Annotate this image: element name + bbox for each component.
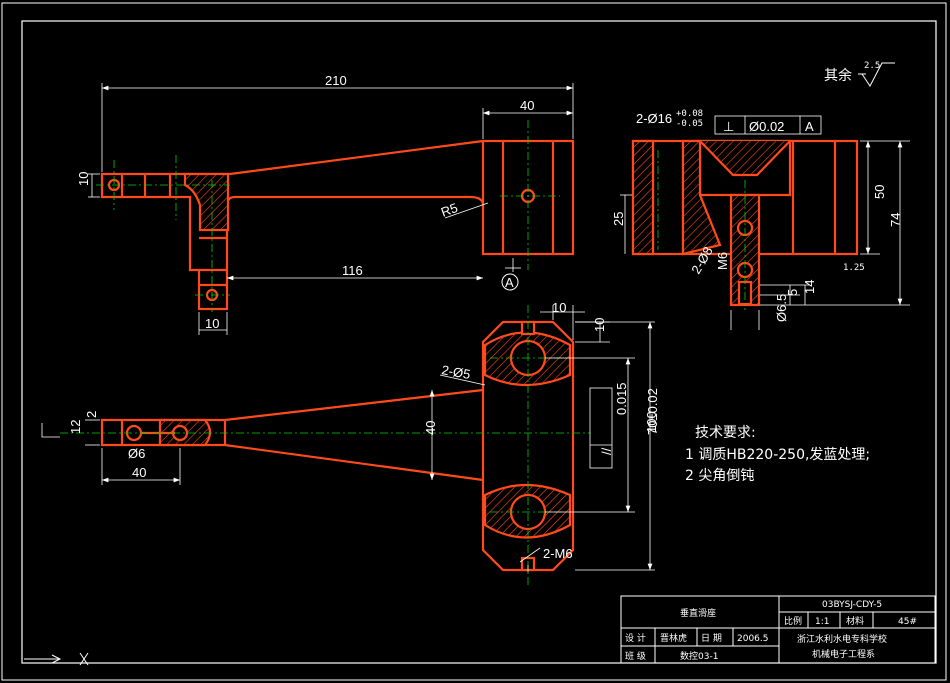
top-view-dimlines — [88, 83, 574, 335]
roughness-symbol — [858, 62, 895, 87]
parallelism-value: 0.015 — [614, 382, 629, 415]
front-dim-100: 100 — [644, 411, 659, 433]
tech-req-item-2: 2 尖角倒钝 — [685, 468, 754, 484]
tech-req-item-1: 1 调质HB220-250,发蓝处理; — [685, 447, 870, 463]
hole-spec: 2-Ø16 — [636, 111, 672, 126]
front-dim-2-m6: 2-M6 — [543, 546, 573, 561]
dim-block-40: 40 — [520, 98, 534, 113]
front-dim-top-10: 10 — [552, 300, 566, 315]
title-part-name: 垂直滑座 — [680, 607, 716, 619]
roughness-value: 2.5 — [864, 61, 880, 71]
title-scale-value: 1:1 — [815, 617, 829, 627]
title-material-value: 45# — [898, 617, 917, 627]
title-design-label: 设 计 — [625, 632, 646, 644]
section-view — [631, 139, 859, 307]
hole-tol-upper: +0.08 — [676, 109, 703, 119]
front-dim-d6: Ø6 — [128, 446, 145, 461]
dim-5: 5 — [785, 289, 800, 296]
radius-r5: R5 — [439, 200, 460, 220]
title-drawing-no: 03BYSJ-CDY-5 — [822, 600, 882, 610]
parallelism-symbol: // — [599, 447, 614, 455]
dim-d6-5: Ø6.5 — [774, 294, 789, 322]
title-scale-label: 比例 — [784, 615, 802, 627]
title-class-value: 数控03-1 — [680, 650, 718, 662]
perpendicularity-value: Ø0.02 — [749, 119, 784, 134]
dim-116: 116 — [342, 263, 363, 278]
hole-tol-lower: -0.05 — [676, 119, 703, 129]
front-dim-side-10: 10 — [592, 318, 607, 332]
title-class-label: 班 级 — [625, 650, 646, 662]
title-block — [620, 595, 936, 664]
front-view — [100, 320, 575, 572]
section-marker-circle — [501, 273, 519, 291]
datum-a: A — [805, 119, 814, 134]
front-chamfer: 2-Ø5 — [440, 362, 471, 382]
perpendicularity-symbol: ⊥ — [723, 119, 734, 134]
section-view-dimlines — [620, 115, 910, 330]
dim-tip-10: 10 — [205, 316, 219, 331]
dim-210: 210 — [325, 73, 347, 88]
section-marker-label: A — [505, 275, 514, 290]
section-view-centerlines — [657, 150, 746, 310]
title-material-label: 材料 — [846, 615, 864, 627]
dim-50: 50 — [872, 185, 887, 199]
dim-arm-10: 10 — [76, 172, 91, 186]
title-date-value: 2006.5 — [737, 634, 769, 644]
roughness-small-value: 1.25 — [843, 263, 865, 273]
title-designer: 晋林虎 — [660, 632, 687, 644]
front-dim-70: 70±0.02 — [645, 388, 660, 435]
front-dim-2: 2 — [84, 411, 99, 418]
title-date-label: 日 期 — [701, 633, 722, 644]
title-department: 机械电子工程系 — [812, 648, 875, 660]
tech-req-title: 技术要求: — [695, 425, 756, 441]
roughness-prefix: 其余 — [824, 67, 852, 84]
dim-25: 25 — [611, 212, 626, 226]
thread-m6: M6 — [715, 252, 730, 270]
dim-14: 14 — [802, 280, 817, 294]
front-dim-arm-40: 40 — [132, 465, 146, 480]
title-school: 浙江水利水电专科学校 — [797, 633, 887, 645]
front-view-dimlines — [41, 305, 655, 572]
front-dim-40-mid: 40 — [423, 421, 438, 435]
top-view-centerlines — [96, 120, 560, 312]
front-dim-12: 12 — [68, 420, 83, 434]
dim-74: 74 — [888, 213, 903, 227]
ucs-icon — [24, 652, 89, 666]
